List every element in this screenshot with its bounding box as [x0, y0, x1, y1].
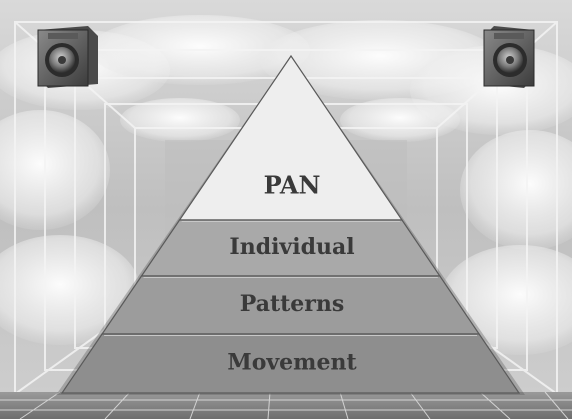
speaker-right-icon	[483, 26, 535, 88]
pyramid-label-individual: Individual	[229, 234, 354, 260]
pyramid-label-pan: PAN	[264, 171, 321, 200]
pyramid-label-patterns: Patterns	[240, 291, 345, 317]
pyramid-layer-movement	[60, 333, 521, 394]
pyramid-label-movement: Movement	[227, 350, 357, 376]
floor-grid	[0, 391, 572, 419]
speaker-left-icon	[37, 26, 98, 88]
